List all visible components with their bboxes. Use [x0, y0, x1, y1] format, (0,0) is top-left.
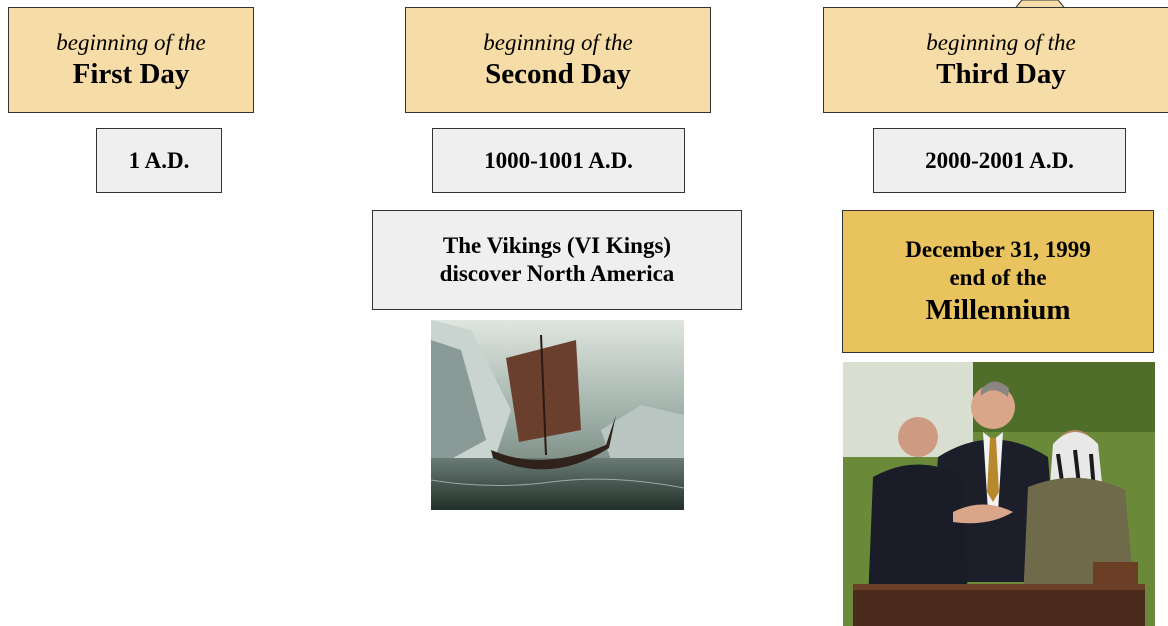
- header-main: Second Day: [485, 58, 631, 90]
- header-sub: beginning of the: [56, 30, 206, 55]
- milestone-line: end of the: [949, 264, 1047, 290]
- header-sub: beginning of the: [483, 30, 633, 55]
- header-second-day: beginning of the Second Day: [405, 7, 711, 113]
- date-second-day: 1000-1001 A.D.: [432, 128, 685, 193]
- header-main: Third Day: [936, 58, 1066, 90]
- milestone-line-emphasis: Millennium: [925, 293, 1071, 326]
- date-label: 1 A.D.: [128, 147, 190, 173]
- event-vikings: The Vikings (VI Kings) discover North Am…: [372, 210, 742, 310]
- event-line: The Vikings (VI Kings): [442, 233, 672, 258]
- milestone-millennium: December 31, 1999 end of the Millennium: [842, 210, 1154, 353]
- handshake-ceremony-photo: [843, 362, 1155, 626]
- viking-longship-photo: [431, 320, 684, 510]
- date-first-day: 1 A.D.: [96, 128, 222, 193]
- date-label: 1000-1001 A.D.: [484, 147, 633, 173]
- milestone-line: December 31, 1999: [905, 236, 1091, 262]
- date-label: 2000-2001 A.D.: [925, 147, 1074, 173]
- event-line: discover North America: [439, 261, 675, 286]
- header-first-day: beginning of the First Day: [8, 7, 254, 113]
- date-third-day: 2000-2001 A.D.: [873, 128, 1126, 193]
- header-third-day: beginning of the Third Day: [823, 7, 1168, 113]
- header-main: First Day: [72, 58, 190, 90]
- header-sub: beginning of the: [926, 30, 1076, 55]
